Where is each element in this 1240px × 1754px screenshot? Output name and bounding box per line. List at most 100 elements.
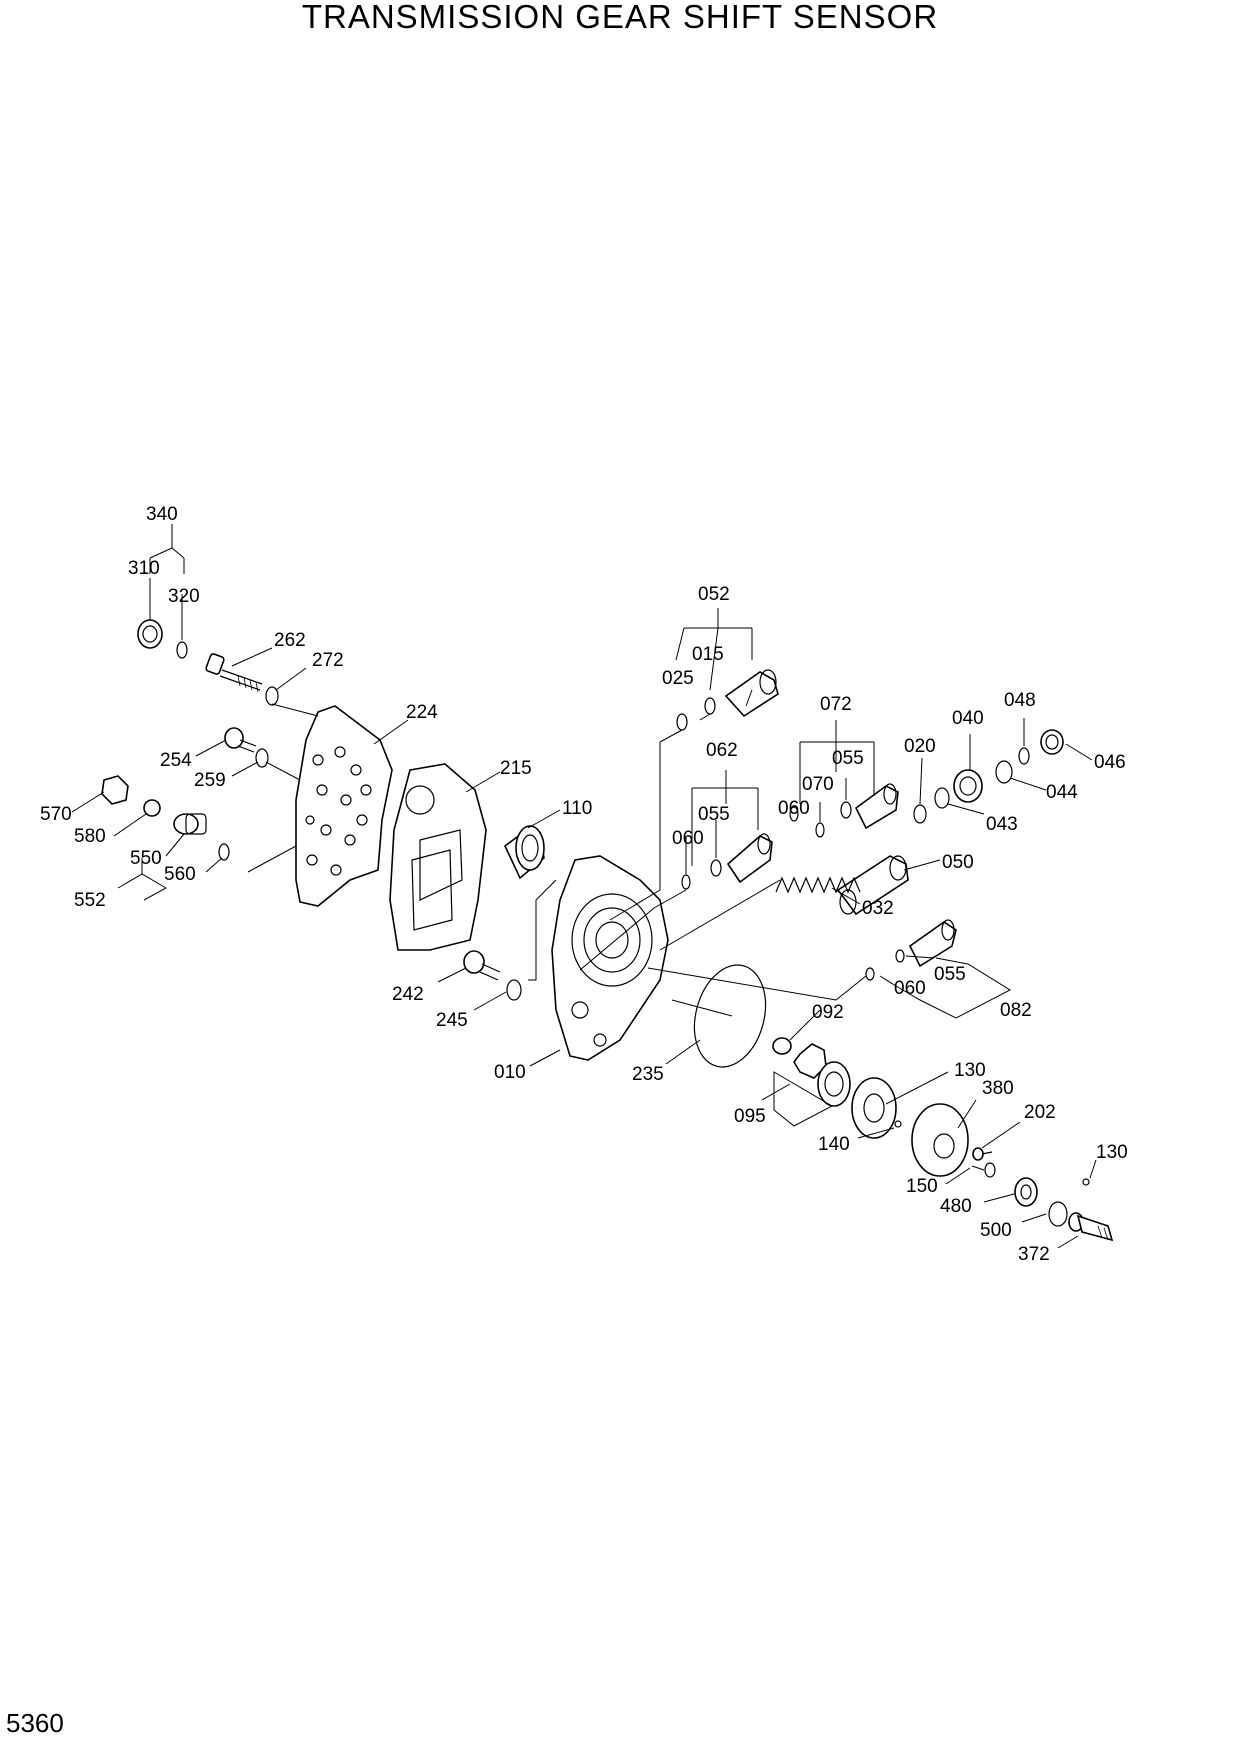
part-020-oring xyxy=(913,804,927,824)
part-262-bolt xyxy=(205,653,263,693)
part-130-ball-a xyxy=(894,1120,902,1128)
label-320: 320 xyxy=(168,586,200,607)
label-060-a: 060 xyxy=(778,798,810,819)
label-052: 052 xyxy=(698,584,730,605)
label-110: 110 xyxy=(562,798,592,819)
label-340: 340 xyxy=(146,504,178,525)
part-560-oring xyxy=(218,843,230,861)
label-070: 070 xyxy=(802,774,834,795)
part-570-nut xyxy=(101,775,129,805)
part-215-gasket xyxy=(389,763,487,951)
leader-lines xyxy=(71,524,1097,1249)
part-245-washer xyxy=(506,979,522,1001)
part-043-oring xyxy=(934,787,950,809)
part-082-valve xyxy=(908,919,957,968)
label-202: 202 xyxy=(1024,1102,1056,1123)
label-245: 245 xyxy=(436,1010,468,1031)
label-043: 043 xyxy=(986,814,1018,835)
label-224: 224 xyxy=(406,702,438,723)
part-055-oring-c xyxy=(895,949,905,963)
label-055-c: 055 xyxy=(934,964,966,985)
label-025: 025 xyxy=(662,668,694,689)
part-140-plate xyxy=(851,1077,897,1139)
label-242: 242 xyxy=(392,984,424,1005)
part-095-gears xyxy=(793,1043,851,1107)
label-150: 150 xyxy=(906,1176,938,1197)
label-050: 050 xyxy=(942,852,974,873)
part-550-fitting xyxy=(173,813,207,835)
part-372-sensor xyxy=(1068,1212,1114,1242)
part-046-plug xyxy=(1040,729,1064,755)
label-072: 072 xyxy=(820,694,852,715)
part-055-oring-b xyxy=(840,801,852,819)
part-110-sleeve xyxy=(503,824,545,880)
part-150-cover xyxy=(911,1103,969,1177)
label-046: 046 xyxy=(1094,752,1126,773)
part-380-screw xyxy=(972,1147,993,1161)
page-number: 5360 xyxy=(6,1708,64,1738)
label-262: 262 xyxy=(274,630,306,651)
label-032: 032 xyxy=(862,898,894,919)
part-050-spool xyxy=(836,855,909,916)
label-092: 092 xyxy=(812,1002,844,1023)
label-044: 044 xyxy=(1046,782,1078,803)
part-025-oring xyxy=(676,713,688,731)
part-060-oring-c xyxy=(865,967,875,981)
part-272-washer xyxy=(265,686,279,706)
part-055-oring-a xyxy=(710,859,722,877)
label-130-b: 130 xyxy=(1096,1142,1128,1163)
label-082: 082 xyxy=(1000,1000,1032,1021)
label-060-c: 060 xyxy=(894,978,926,999)
part-015-oring xyxy=(704,697,716,715)
part-480-bearing xyxy=(1014,1177,1038,1207)
part-060-oring-b xyxy=(789,806,799,822)
label-272: 272 xyxy=(312,650,344,671)
label-372: 372 xyxy=(1018,1244,1050,1265)
label-015: 015 xyxy=(692,644,724,665)
callout-labels: 340 310 320 262 272 224 254 259 215 570 … xyxy=(40,504,1128,1265)
label-580: 580 xyxy=(74,826,106,847)
part-092-plug xyxy=(772,1037,792,1055)
part-048-oring xyxy=(1018,747,1030,765)
label-055-b: 055 xyxy=(698,804,730,825)
part-259-washer xyxy=(255,748,269,768)
part-070-oring xyxy=(815,822,825,838)
part-254-bolt xyxy=(224,727,257,753)
part-242-bolt xyxy=(463,950,501,981)
part-062-valve xyxy=(726,833,773,884)
label-095: 095 xyxy=(734,1106,766,1127)
page-title: TRANSMISSION GEAR SHIFT SENSOR xyxy=(301,0,939,35)
label-010: 010 xyxy=(494,1062,526,1083)
label-060-b: 060 xyxy=(672,828,704,849)
part-202-oring xyxy=(984,1162,996,1178)
part-224-plate xyxy=(295,705,393,907)
label-500: 500 xyxy=(980,1220,1012,1241)
part-235-oring xyxy=(693,964,767,1068)
label-254: 254 xyxy=(160,750,192,771)
label-570: 570 xyxy=(40,804,72,825)
label-130-a: 130 xyxy=(954,1060,986,1081)
label-552: 552 xyxy=(74,890,106,911)
part-drawings xyxy=(101,619,1114,1242)
part-060-oring-a xyxy=(681,874,691,890)
part-010-housing xyxy=(551,855,669,1061)
part-580-ball xyxy=(143,799,161,817)
label-480: 480 xyxy=(940,1196,972,1217)
part-032-spring xyxy=(775,876,861,894)
part-500-snapring xyxy=(1048,1201,1068,1227)
part-320-oring xyxy=(176,641,188,659)
part-072-valve xyxy=(854,783,899,830)
label-020: 020 xyxy=(904,736,936,757)
label-215: 215 xyxy=(500,758,532,779)
part-310-plug xyxy=(137,619,163,649)
part-052-plug xyxy=(724,669,779,718)
part-040-cap xyxy=(953,769,983,803)
part-130-ball-b xyxy=(1082,1178,1090,1186)
part-044-oring xyxy=(995,760,1013,784)
label-040: 040 xyxy=(952,708,984,729)
label-140: 140 xyxy=(818,1134,850,1155)
label-062: 062 xyxy=(706,740,738,761)
label-560: 560 xyxy=(164,864,196,885)
label-259: 259 xyxy=(194,770,226,791)
